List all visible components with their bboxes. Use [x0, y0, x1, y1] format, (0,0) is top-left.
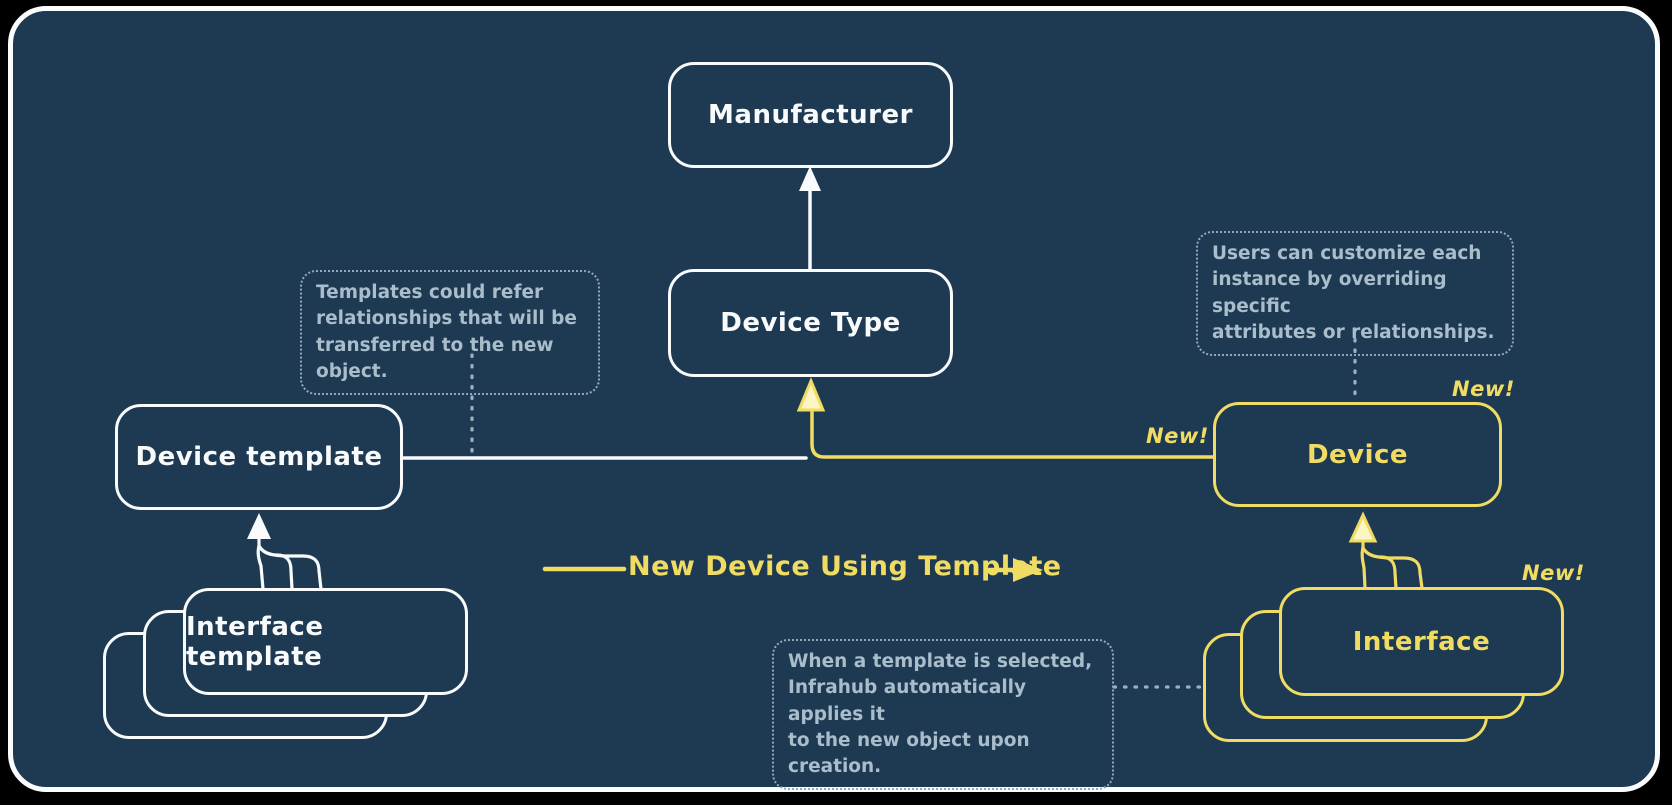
node-device: Device — [1213, 402, 1502, 507]
new-badge-device: New! — [1452, 377, 1515, 401]
node-device-type-label: Device Type — [720, 308, 901, 338]
note-line: relationships that will be — [316, 308, 577, 330]
note-line: When a template is selected, — [788, 651, 1093, 672]
flow-label: New Device Using Template — [628, 551, 1062, 582]
node-interface: Interface — [1279, 587, 1564, 696]
new-badge-interface: New! — [1522, 561, 1585, 585]
arrowhead-device — [1348, 511, 1378, 543]
note-customize-instance: Users can customize each instance by ove… — [1196, 231, 1514, 357]
node-interface-label: Interface — [1352, 626, 1491, 657]
note-template-applied: When a template is selected, Infrahub au… — [772, 639, 1114, 791]
note-line: Infrahub automatically applies it — [788, 677, 1027, 725]
arrow-interface-template-to-device-template — [256, 531, 323, 591]
flow-arrowhead — [1013, 558, 1043, 582]
note-line: to the new object upon creation. — [788, 729, 1030, 778]
node-interface-template-label: Interface template — [186, 611, 324, 672]
note-line: attributes or relationships. — [1212, 321, 1495, 343]
node-device-label: Device — [1306, 439, 1409, 470]
node-device-type: Device Type — [668, 269, 953, 377]
node-manufacturer: Manufacturer — [668, 62, 953, 168]
link-template-to-device-yellow — [810, 408, 1215, 459]
note-line: instance by overriding specific — [1212, 269, 1447, 317]
node-manufacturer-label: Manufacturer — [708, 100, 913, 130]
note-line: Templates could refer — [316, 282, 544, 303]
note-line: Users can customize each — [1212, 243, 1482, 264]
node-device-template: Device template — [115, 404, 403, 510]
note-templates-relationships: Templates could refer relationships that… — [300, 270, 600, 396]
arrow-interface-to-device — [1360, 534, 1424, 590]
arrowhead-device-type-yellow — [796, 377, 826, 412]
arrowhead-manufacturer — [799, 166, 821, 191]
note-line: transferred to the new object. — [316, 334, 554, 382]
new-badge-link: New! — [1146, 424, 1209, 448]
node-device-template-label: Device template — [135, 442, 383, 472]
node-interface-template: Interface template — [183, 588, 468, 695]
arrowhead-device-template — [247, 513, 271, 539]
